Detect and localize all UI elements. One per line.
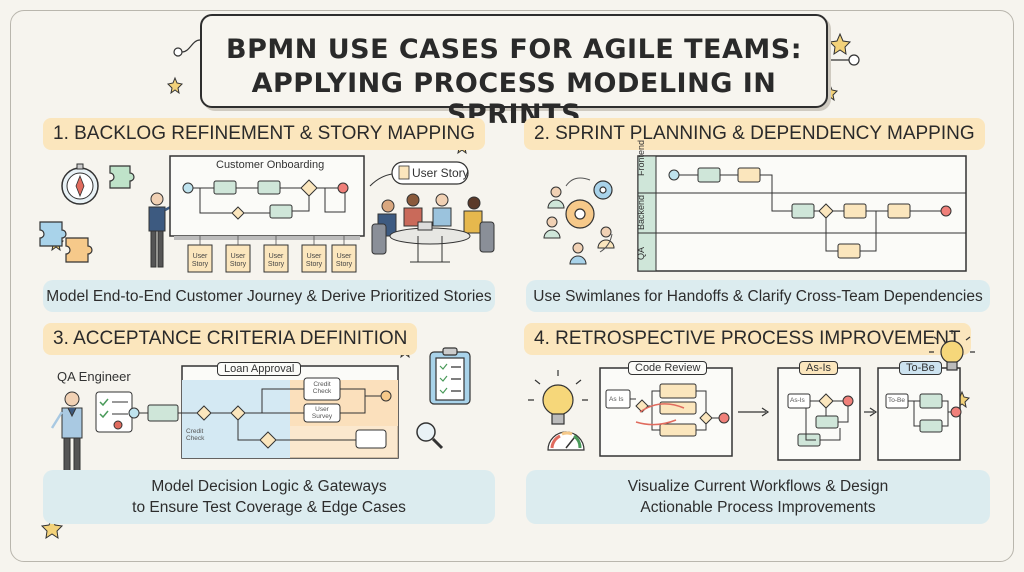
as-is-label: As-Is bbox=[799, 361, 839, 375]
puzzle-icon bbox=[39, 165, 135, 263]
story-card: User Story bbox=[191, 253, 209, 268]
user-story-tag: User Story bbox=[412, 166, 469, 180]
section2-caption: Use Swimlanes for Handoffs & Clarify Cro… bbox=[526, 280, 990, 312]
page-title-line1: BPMN USE CASES FOR AGILE TEAMS: bbox=[225, 34, 802, 65]
lightbulb-icon bbox=[528, 370, 588, 425]
story-card: User Story bbox=[229, 253, 247, 268]
qa-engineer-figure bbox=[50, 391, 83, 473]
loan-approval-title: Loan Approval bbox=[217, 362, 302, 376]
gauge-icon bbox=[547, 431, 585, 451]
lightbulb-icon bbox=[929, 330, 975, 371]
clipboard-icon bbox=[429, 347, 471, 405]
star-icon bbox=[40, 516, 64, 540]
section4-caption-line: Actionable Process Improvements bbox=[640, 499, 876, 516]
star-icon bbox=[166, 76, 184, 95]
section3-caption-line: to Ensure Test Coverage & Edge Cases bbox=[132, 499, 406, 516]
page-frame bbox=[10, 10, 1014, 562]
section2-caption-line: Use Swimlanes for Handoffs & Clarify Cro… bbox=[533, 287, 983, 305]
section2-heading: 2. SPRINT PLANNING & DEPENDENCY MAPPING bbox=[524, 118, 985, 150]
section1-caption-line: Model End-to-End Customer Journey & Deri… bbox=[46, 287, 492, 305]
credit-check-task: Credit Check bbox=[312, 381, 332, 395]
section1-caption: Model End-to-End Customer Journey & Deri… bbox=[43, 280, 495, 312]
onboarding-diagram-title: Customer Onboarding bbox=[216, 159, 325, 171]
story-card: User Story bbox=[335, 253, 353, 268]
story-card: User Story bbox=[305, 253, 323, 268]
to-be-label: To-Be bbox=[899, 361, 942, 375]
gear-icon bbox=[565, 180, 613, 229]
qa-engineer-label: QA Engineer bbox=[57, 369, 131, 384]
star-icon bbox=[828, 32, 852, 56]
section4-heading: 4. RETROSPECTIVE PROCESS IMPROVEMENT bbox=[524, 323, 971, 355]
magnifier-icon bbox=[416, 422, 444, 450]
user-survey-task: User Survey bbox=[311, 406, 333, 420]
code-review-label: Code Review bbox=[628, 361, 708, 375]
as-is-small-label-2: As-Is bbox=[790, 397, 805, 404]
section3-caption-line: Model Decision Logic & Gateways bbox=[151, 478, 387, 495]
section3-caption: Model Decision Logic & Gateways to Ensur… bbox=[43, 470, 495, 524]
people-icon bbox=[371, 193, 495, 263]
title-box: BPMN USE CASES FOR AGILE TEAMS: APPLYING… bbox=[200, 14, 828, 130]
section3-heading: 3. ACCEPTANCE CRITERIA DEFINITION bbox=[43, 323, 418, 355]
section4-caption-line: Visualize Current Workflows & Design bbox=[627, 478, 889, 495]
page-title-line2: APPLYING PROCESS MODELING IN SPRINTS bbox=[251, 68, 777, 130]
section1-heading: 1. BACKLOG REFINEMENT & STORY MAPPING bbox=[43, 118, 485, 150]
credit-check-left-label: Credit Check bbox=[186, 428, 205, 442]
to-be-small-label: To-Be bbox=[888, 397, 905, 404]
people-icon bbox=[543, 186, 615, 265]
presenter-figure bbox=[148, 192, 181, 268]
compass-icon bbox=[61, 163, 99, 205]
story-card: User Story bbox=[267, 253, 285, 268]
as-is-small-label: As Is bbox=[609, 396, 624, 403]
section4-caption: Visualize Current Workflows & Design Act… bbox=[526, 470, 990, 524]
